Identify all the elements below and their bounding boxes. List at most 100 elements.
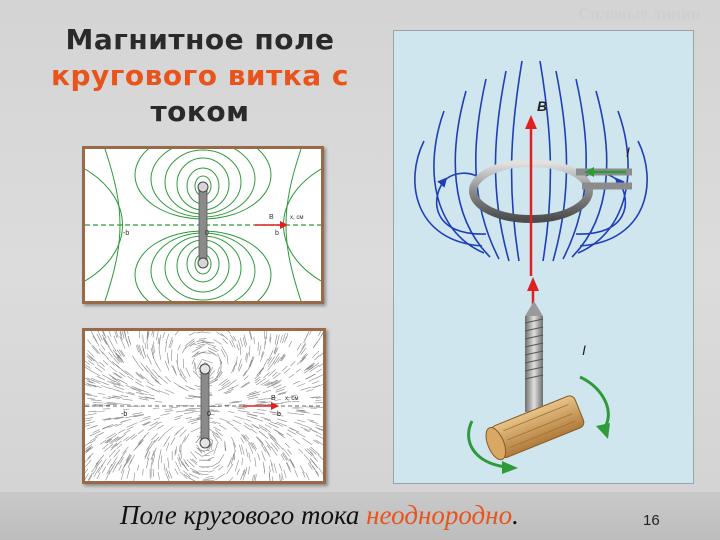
filing-stroke — [148, 425, 157, 431]
filing-stroke — [248, 452, 251, 463]
filing-stroke — [82, 414, 92, 416]
filing-stroke — [289, 458, 295, 469]
filing-stroke — [313, 456, 319, 462]
filing-stroke — [152, 369, 160, 378]
filing-stroke — [117, 378, 128, 385]
filing-stroke — [236, 343, 239, 351]
screw-thread — [524, 318, 544, 380]
filing-stroke — [91, 462, 99, 473]
filing-stroke — [144, 342, 147, 350]
filing-stroke — [267, 357, 272, 365]
filing-stroke — [198, 338, 207, 340]
filing-stroke — [135, 345, 139, 353]
filing-stroke — [296, 349, 303, 357]
filing-stroke — [119, 357, 124, 363]
filing-stroke — [312, 465, 319, 475]
filing-stroke — [185, 367, 191, 378]
rotation-arrow-left — [467, 420, 507, 469]
filing-stroke — [202, 455, 210, 457]
filing-stroke — [191, 470, 202, 475]
filing-stroke — [189, 417, 202, 421]
filing-stroke — [314, 426, 325, 431]
filing-stroke — [85, 446, 93, 452]
filing-stroke — [266, 444, 272, 451]
filing-stroke — [300, 386, 312, 391]
filing-stroke — [151, 326, 154, 336]
filing-stroke — [102, 351, 109, 359]
filing-stroke — [142, 349, 147, 358]
filing-stroke — [207, 350, 218, 357]
filing-stroke — [92, 467, 98, 475]
filing-stroke — [257, 453, 261, 461]
filing-stroke — [231, 384, 239, 389]
filing-stroke — [252, 442, 257, 450]
filing-stroke — [165, 472, 170, 483]
filing-stroke — [300, 347, 307, 355]
zero-label: 0 — [205, 230, 209, 237]
filing-stroke — [140, 362, 148, 372]
watermark-text: Силовые линии — [578, 4, 701, 23]
filing-stroke — [196, 339, 204, 342]
filing-stroke — [286, 432, 293, 438]
filing-stroke — [188, 396, 197, 398]
filing-stroke — [258, 426, 268, 432]
filing-stroke — [296, 356, 306, 365]
filing-stroke — [286, 332, 289, 339]
filing-stroke — [218, 378, 228, 386]
filing-stroke — [231, 364, 235, 374]
filing-stroke — [273, 356, 280, 365]
filing-stroke — [111, 377, 121, 383]
filing-stroke — [303, 366, 314, 374]
filing-stroke — [257, 437, 263, 444]
filing-stroke — [234, 460, 239, 472]
filing-stroke — [126, 339, 130, 348]
filing-stroke — [113, 416, 124, 420]
filing-stroke — [88, 355, 95, 362]
filing-stroke — [87, 339, 92, 345]
filing-stroke — [282, 452, 289, 462]
filing-stroke — [238, 363, 243, 372]
filing-stroke — [190, 426, 202, 433]
filing-stroke — [96, 333, 102, 342]
filing-stroke — [253, 411, 265, 415]
filing-stroke — [98, 380, 108, 385]
filing-stroke — [98, 392, 105, 395]
filing-stroke — [146, 341, 149, 350]
filing-stroke — [259, 351, 265, 362]
filing-stroke — [306, 389, 314, 392]
filing-stroke — [89, 439, 97, 444]
filing-stroke — [273, 463, 277, 474]
filing-stroke — [144, 449, 149, 460]
filing-stroke — [105, 438, 112, 444]
filing-stroke — [248, 359, 253, 367]
filing-stroke — [86, 394, 98, 397]
filing-stroke — [179, 373, 188, 383]
filing-stroke — [192, 471, 201, 475]
filing-stroke — [125, 457, 130, 466]
filing-stroke — [164, 360, 170, 371]
filing-stroke — [165, 467, 170, 479]
filing-stroke — [152, 453, 156, 465]
filing-stroke — [249, 330, 252, 340]
filing-stroke — [307, 463, 313, 470]
filing-stroke — [274, 346, 279, 355]
filing-stroke — [112, 361, 120, 369]
filing-stroke — [153, 417, 160, 421]
filing-stroke — [139, 392, 148, 396]
filing-stroke — [290, 360, 296, 367]
filing-stroke — [233, 361, 237, 372]
filing-stroke — [164, 408, 173, 410]
current-arrowhead-top — [584, 167, 594, 177]
filing-stroke — [107, 417, 119, 421]
filing-stroke — [311, 429, 322, 435]
filing-stroke — [273, 353, 280, 364]
filing-stroke — [274, 422, 284, 427]
filing-stroke — [307, 419, 315, 422]
filing-stroke — [245, 448, 249, 458]
filing-stroke — [160, 413, 170, 416]
filing-stroke — [94, 410, 105, 413]
filing-stroke — [270, 442, 279, 452]
filing-stroke — [170, 339, 174, 348]
filing-stroke — [311, 380, 320, 385]
filing-stroke — [237, 408, 245, 410]
